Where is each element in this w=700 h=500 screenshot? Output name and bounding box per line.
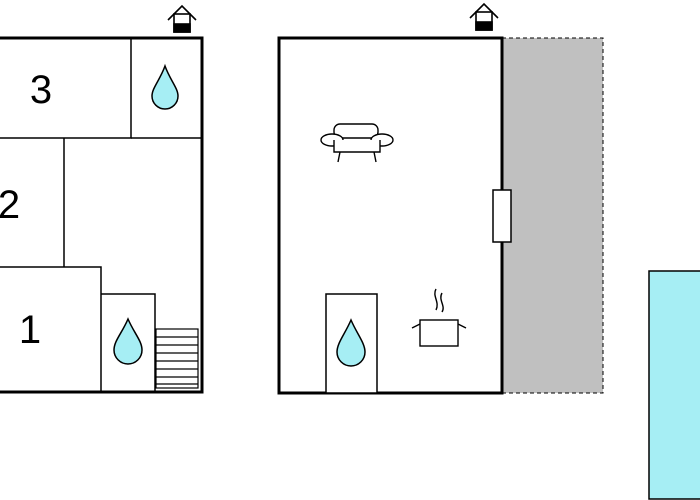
room-3: 3 bbox=[0, 38, 132, 139]
bathroom-upper bbox=[131, 63, 202, 139]
water-drop-icon bbox=[113, 317, 143, 365]
house-entrance-icon bbox=[167, 4, 197, 33]
water-drop-icon bbox=[151, 63, 179, 110]
floor-right bbox=[277, 2, 604, 395]
pool bbox=[648, 270, 700, 500]
room-1-label: 1 bbox=[19, 308, 41, 352]
stairs-icon bbox=[155, 328, 199, 389]
terrace bbox=[501, 37, 604, 394]
door bbox=[492, 189, 512, 243]
cooking-pot-icon bbox=[411, 288, 467, 347]
room-2: 2 bbox=[0, 138, 65, 267]
room-3-label: 3 bbox=[30, 68, 52, 112]
room-1: 1 bbox=[0, 266, 102, 392]
bathroom-lower bbox=[101, 293, 156, 392]
bathroom-ground bbox=[325, 293, 378, 394]
room-2-label: 2 bbox=[0, 183, 20, 227]
floor-left: 3 2 1 bbox=[0, 4, 204, 394]
water-drop-icon bbox=[336, 318, 366, 367]
floor-right-outline bbox=[277, 36, 504, 395]
sofa-icon bbox=[320, 123, 394, 163]
floor-left-outline bbox=[0, 36, 204, 394]
house-entrance-icon bbox=[469, 2, 499, 31]
